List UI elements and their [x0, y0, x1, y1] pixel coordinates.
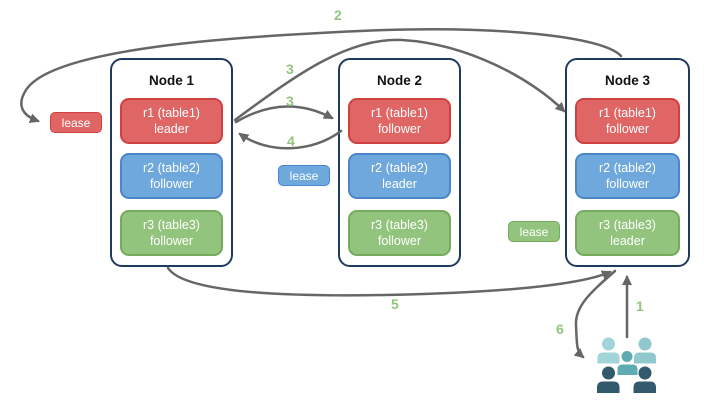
- node-2-replica-r1: r1 (table1) follower: [348, 98, 451, 144]
- replica-role: follower: [377, 122, 422, 136]
- arrow-step-3-node1-to-node2: [234, 105, 334, 124]
- step-label-6: 6: [556, 321, 564, 337]
- replica-role: follower: [605, 177, 650, 191]
- replica-role: follower: [605, 122, 650, 136]
- replica-role: leader: [382, 177, 417, 191]
- step-label-4: 4: [287, 133, 295, 149]
- lease-badge-green: lease: [508, 221, 560, 242]
- replica-name: r2 (table2): [371, 160, 428, 175]
- users-group-icon: [597, 337, 656, 393]
- node-2-replica-r2: r2 (table2) leader: [348, 153, 451, 199]
- node-2-replica-r3: r3 (table3) follower: [348, 210, 451, 256]
- node-2-title: Node 2: [376, 73, 422, 88]
- replica-role: follower: [377, 234, 422, 248]
- step-label-3b: 3: [286, 93, 294, 109]
- replica-role: leader: [610, 234, 645, 248]
- step-label-1: 1: [636, 298, 644, 314]
- replica-name: r1 (table1): [371, 105, 428, 120]
- node-1-replica-r2: r2 (table2) follower: [120, 153, 223, 199]
- arrow-step-5-node1-to-node3: [166, 266, 612, 297]
- replica-name: r2 (table2): [143, 160, 200, 175]
- replica-role: follower: [149, 234, 194, 248]
- lease-badge-red: lease: [50, 112, 102, 133]
- node-3: Node 3 r1 (table1) follower r2 (table2) …: [565, 58, 690, 267]
- step-label-2: 2: [334, 7, 342, 23]
- node-3-replica-r1: r1 (table1) follower: [575, 98, 680, 144]
- node-3-replica-r3: r3 (table3) leader: [575, 210, 680, 256]
- replica-name: r3 (table3): [143, 217, 200, 232]
- replica-name: r1 (table1): [599, 105, 656, 120]
- replica-name: r3 (table3): [599, 217, 656, 232]
- node-3-title: Node 3: [604, 73, 650, 88]
- replica-role: leader: [154, 122, 189, 136]
- step-label-5: 5: [391, 296, 399, 312]
- replica-name: r3 (table3): [371, 217, 428, 232]
- arrow-step-6-node3-to-users: [573, 269, 617, 359]
- replica-role: follower: [149, 177, 194, 191]
- replica-name: r1 (table1): [143, 105, 200, 120]
- node-1-replica-r1: r1 (table1) leader: [120, 98, 223, 144]
- lease-badge-blue: lease: [278, 165, 330, 186]
- node-1-title: Node 1: [148, 73, 194, 88]
- node-3-replica-r2: r2 (table2) follower: [575, 153, 680, 199]
- node-1-replica-r3: r3 (table3) follower: [120, 210, 223, 256]
- node-1: Node 1 r1 (table1) leader r2 (table2) fo…: [110, 58, 233, 267]
- step-label-3a: 3: [286, 61, 294, 77]
- replica-name: r2 (table2): [599, 160, 656, 175]
- node-2: Node 2 r1 (table1) follower r2 (table2) …: [338, 58, 461, 267]
